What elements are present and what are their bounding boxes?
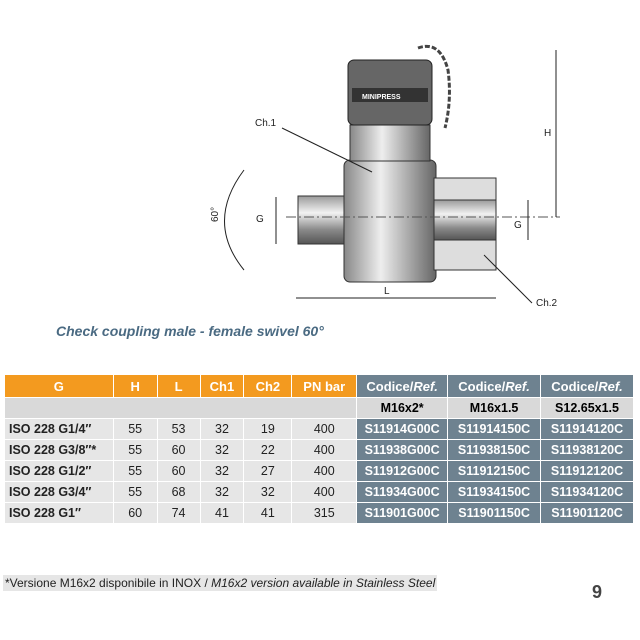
brand-mark: MINIPRESS: [362, 94, 401, 101]
product-code: S11901120C: [540, 502, 634, 524]
col-h: H: [112, 374, 158, 398]
cell: 41: [199, 502, 245, 524]
cell: 55: [112, 481, 158, 503]
cell: 400: [291, 439, 358, 461]
product-code: S11934120C: [540, 481, 634, 503]
cell: 41: [243, 502, 293, 524]
col-pn: PN bar: [291, 374, 358, 398]
thread-1: M16x2*: [356, 397, 449, 419]
product-code: S11938120C: [540, 439, 634, 461]
thread-2: M16x1.5: [447, 397, 542, 419]
cell: 32: [243, 481, 293, 503]
cell: ISO 228 G3/4″: [4, 481, 114, 503]
product-code: S11914150C: [447, 418, 542, 440]
cell: 400: [291, 418, 358, 440]
cell: 55: [112, 418, 158, 440]
product-caption: Check coupling male - female swivel 60°: [56, 323, 324, 339]
cell: 60: [156, 439, 201, 461]
label-l: L: [384, 286, 390, 297]
cap-hex: [349, 124, 431, 162]
col-g: G: [4, 374, 114, 398]
coupling-technical-drawing: MINIPRESS G 60° L H G Ch.1 Ch.2: [210, 44, 560, 309]
cell: 53: [156, 418, 201, 440]
thread-3: S12.65x1.5: [540, 397, 634, 419]
cell: 27: [243, 460, 293, 482]
cell: 32: [199, 481, 245, 503]
label-ch2: Ch.2: [536, 298, 558, 309]
cell: 19: [243, 418, 293, 440]
cell: 68: [156, 481, 201, 503]
cell: 32: [199, 439, 245, 461]
product-code: S11901G00C: [356, 502, 449, 524]
cell: ISO 228 G1/4″: [4, 418, 114, 440]
label-angle: 60°: [210, 207, 221, 222]
cell: ISO 228 G1/2″: [4, 460, 114, 482]
cell: ISO 228 G1″: [4, 502, 114, 524]
product-code: S11912150C: [447, 460, 542, 482]
col-l: L: [156, 374, 201, 398]
cell: 60: [156, 460, 201, 482]
cell: 32: [199, 460, 245, 482]
cell: 55: [112, 439, 158, 461]
label-g-left: G: [256, 214, 264, 225]
cell: 400: [291, 460, 358, 482]
cell: 315: [291, 502, 358, 524]
cell: 400: [291, 481, 358, 503]
product-code: S11938G00C: [356, 439, 449, 461]
cell: 32: [199, 418, 245, 440]
product-code: S11901150C: [447, 502, 542, 524]
product-code: S11912G00C: [356, 460, 449, 482]
col-code-1: Codice/Ref.: [356, 374, 449, 398]
product-code: S11938150C: [447, 439, 542, 461]
col-ch1: Ch1: [199, 374, 245, 398]
footnote: *Versione M16x2 disponibile in INOX / M1…: [3, 575, 438, 591]
body-hex: [343, 159, 437, 283]
page-number: 9: [592, 582, 603, 602]
header-row: G H L Ch1 Ch2 PN bar Codice/Ref. Codice/…: [4, 374, 634, 398]
product-code: S11914G00C: [356, 418, 449, 440]
col-code-3: Codice/Ref.: [540, 374, 634, 398]
product-table: G H L Ch1 Ch2 PN bar Codice/Ref. Codice/…: [3, 374, 634, 524]
cell: 22: [243, 439, 293, 461]
product-code: S11912120C: [540, 460, 634, 482]
cell: 74: [156, 502, 201, 524]
col-ch2: Ch2: [243, 374, 293, 398]
thread-row: M16x2* M16x1.5 S12.65x1.5: [3, 397, 634, 419]
product-code: S11914120C: [540, 418, 634, 440]
chain: [417, 44, 451, 129]
cell: 60: [112, 502, 158, 524]
product-code: S11934G00C: [356, 481, 449, 503]
cell: 55: [112, 460, 158, 482]
product-code: S11934150C: [447, 481, 542, 503]
male-thread: [297, 195, 347, 245]
col-code-2: Codice/Ref.: [447, 374, 542, 398]
label-h: H: [544, 128, 551, 139]
label-g-right: G: [514, 220, 522, 231]
label-ch1: Ch.1: [255, 118, 277, 129]
cell: ISO 228 G3/8″*: [4, 439, 114, 461]
